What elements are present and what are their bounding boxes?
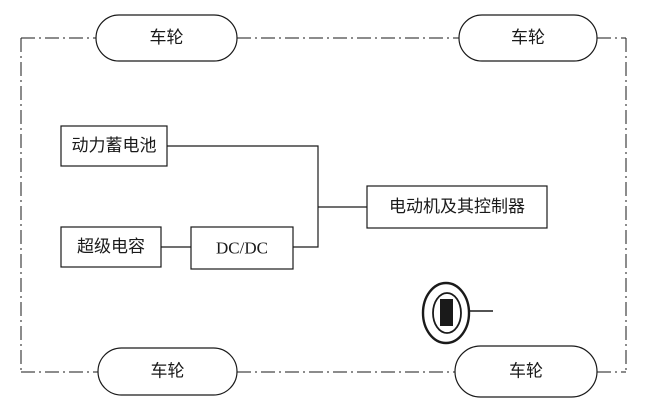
wheel-rear-left-label: 车轮 bbox=[151, 362, 185, 382]
wheel-rear-left: 车轮 bbox=[97, 347, 238, 396]
battery-wire bbox=[167, 145, 319, 207]
wheel-front-left: 车轮 bbox=[95, 14, 238, 62]
motor-controller-box: 电动机及其控制器 bbox=[366, 185, 548, 229]
battery-label: 动力蓄电池 bbox=[72, 136, 157, 156]
supercapacitor-label: 超级电容 bbox=[77, 237, 145, 257]
dcdc-converter-label: DC/DC bbox=[216, 239, 268, 258]
wheel-rear-right-label: 车轮 bbox=[509, 362, 543, 382]
vehicle-frame bbox=[20, 37, 627, 373]
wheel-front-left-label: 车轮 bbox=[150, 28, 184, 48]
dcdc-converter-box: DC/DC bbox=[190, 226, 294, 270]
supercapacitor-box: 超级电容 bbox=[60, 226, 162, 268]
converter-wire bbox=[293, 207, 319, 248]
wheel-front-right-label: 车轮 bbox=[511, 28, 545, 48]
battery-box: 动力蓄电池 bbox=[60, 125, 168, 167]
steering-wheel-icon bbox=[421, 281, 493, 345]
motor-controller-label: 电动机及其控制器 bbox=[389, 197, 525, 217]
power-wiring bbox=[161, 145, 367, 248]
wheel-rear-right: 车轮 bbox=[454, 345, 598, 398]
wheel-front-right: 车轮 bbox=[458, 14, 598, 62]
